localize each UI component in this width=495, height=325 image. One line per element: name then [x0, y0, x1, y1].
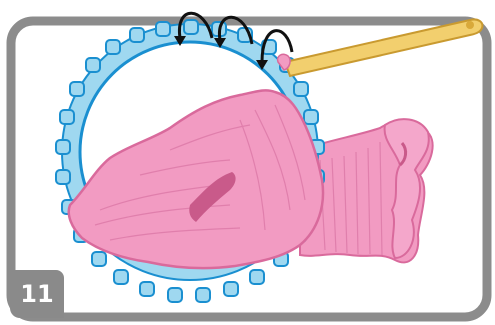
step-number-badge: 11 [10, 270, 64, 318]
